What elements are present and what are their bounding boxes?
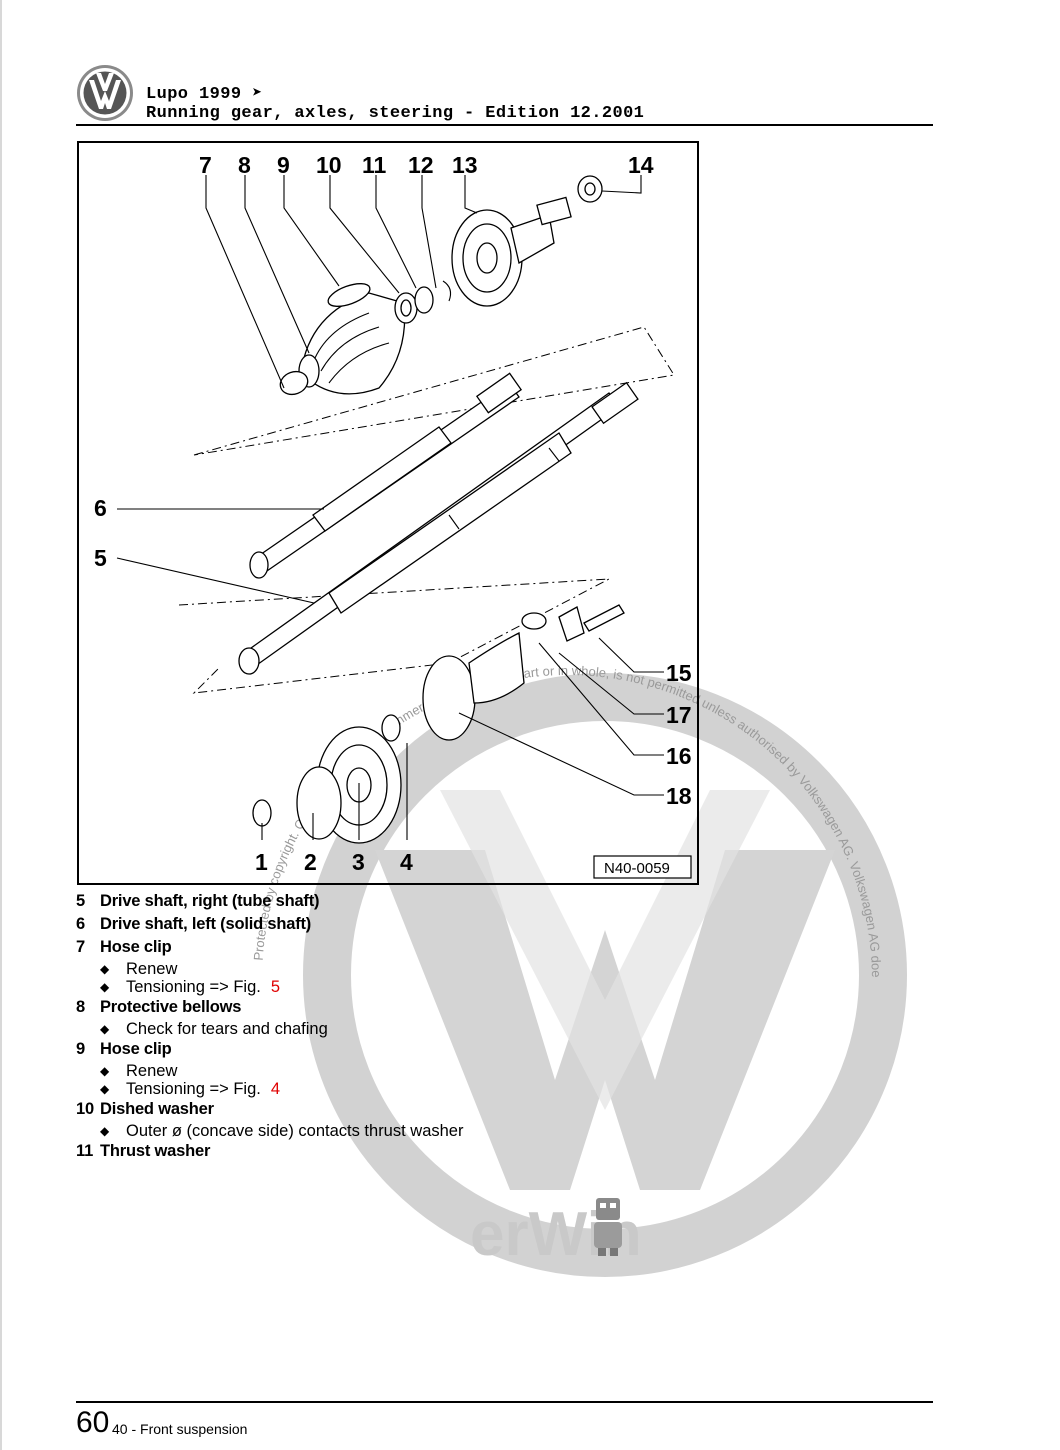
callout-12: 12 — [408, 152, 434, 178]
legend-subitem-text: Tensioning => Fig. — [126, 1080, 261, 1098]
manual-title: Running gear, axles, steering - Edition … — [146, 104, 645, 123]
bullet-icon: ◆ — [100, 1082, 110, 1096]
legend-item: 7 Hose clip — [76, 936, 696, 959]
legend-item-title: Hose clip — [100, 938, 172, 956]
callout-6: 6 — [94, 495, 107, 521]
bullet-icon: ◆ — [100, 1064, 110, 1078]
figure-reference-link[interactable]: 4 — [270, 1080, 281, 1098]
callout-18: 18 — [666, 783, 692, 809]
legend-item-title: Hose clip — [100, 1040, 172, 1058]
callout-1: 1 — [255, 849, 268, 875]
legend-item-number: 6 — [76, 915, 85, 933]
callout-10: 10 — [316, 152, 342, 178]
legend-subitem-text: Renew — [126, 1062, 178, 1080]
callout-8: 8 — [238, 152, 251, 178]
bullet-icon: ◆ — [100, 962, 110, 976]
legend-subitem: ◆ Check for tears and chafing — [76, 1020, 696, 1038]
callout-2: 2 — [304, 849, 317, 875]
bullet-icon: ◆ — [100, 1022, 110, 1036]
legend-item: 11 Thrust washer — [76, 1140, 696, 1163]
legend-subitem-text: Check for tears and chafing — [126, 1020, 328, 1038]
footer-divider — [76, 1401, 933, 1403]
callout-15: 15 — [666, 660, 692, 686]
legend-item-title: Drive shaft, left (solid shaft) — [100, 915, 312, 933]
legend-item-number: 8 — [76, 998, 85, 1016]
legend-item-number: 9 — [76, 1040, 85, 1058]
drive-shafts — [238, 372, 639, 675]
legend-subitem-text: Renew — [126, 960, 178, 978]
callout-17: 17 — [666, 702, 692, 728]
legend-item: 10 Dished washer — [76, 1098, 696, 1121]
legend-item-number: 10 — [76, 1100, 94, 1118]
svg-text:erWin: erWin — [470, 1200, 642, 1269]
legend-item-number: 5 — [76, 892, 85, 910]
callout-3: 3 — [352, 849, 365, 875]
callout-16: 16 — [666, 743, 692, 769]
legend-subitem-text: Outer ø (concave side) contacts thrust w… — [126, 1122, 464, 1140]
vw-logo-icon — [77, 65, 133, 121]
legend-item: 8 Protective bellows — [76, 996, 696, 1019]
callout-13: 13 — [452, 152, 478, 178]
legend-subitem: ◆ Outer ø (concave side) contacts thrust … — [76, 1122, 696, 1140]
legend-item-title: Protective bellows — [100, 998, 242, 1016]
exploded-diagram: 7 8 9 10 11 12 13 14 6 5 15 17 16 18 1 2… — [77, 141, 699, 885]
mascot-icon — [594, 1198, 622, 1256]
legend-item: 9 Hose clip — [76, 1038, 696, 1061]
callout-11: 11 — [362, 152, 387, 178]
callout-5: 5 — [94, 545, 107, 571]
bullet-icon: ◆ — [100, 1124, 110, 1138]
figure-reference-link[interactable]: 5 — [270, 978, 281, 996]
callout-14: 14 — [628, 152, 654, 178]
page-edge — [0, 0, 2, 1450]
legend-subitem: ◆ Renew — [76, 960, 696, 978]
legend-subitem: ◆ Renew — [76, 1062, 696, 1080]
legend-item-title: Dished washer — [100, 1100, 214, 1118]
legend-subitem: ◆ Tensioning => Fig. 5 — [76, 978, 696, 996]
callout-9: 9 — [277, 152, 290, 178]
legend-item: 6 Drive shaft, left (solid shaft) — [76, 913, 696, 936]
figure-code: N40-0059 — [604, 860, 670, 877]
legend-item: 5 Drive shaft, right (tube shaft) — [76, 890, 696, 913]
callout-7: 7 — [199, 152, 212, 178]
callout-4: 4 — [400, 849, 413, 875]
header-divider — [76, 124, 933, 126]
legend-subitem: ◆ Tensioning => Fig. 4 — [76, 1080, 696, 1098]
legend-item-number: 7 — [76, 938, 85, 956]
legend-item-title: Thrust washer — [100, 1142, 211, 1160]
legend-item-number: 11 — [76, 1142, 94, 1160]
parts-legend: 5 Drive shaft, right (tube shaft) 6 Drive s… — [76, 890, 696, 1163]
upper-joint-assembly — [279, 175, 603, 396]
bullet-icon: ◆ — [100, 980, 110, 994]
legend-subitem-text: Tensioning => Fig. — [126, 978, 261, 996]
vehicle-model: Lupo 1999 ➤ — [146, 85, 263, 104]
legend-item-title: Drive shaft, right (tube shaft) — [100, 892, 320, 910]
lower-joint-assembly — [252, 604, 625, 844]
page-number: 60 — [76, 1406, 110, 1439]
section-title: 40 - Front suspension — [112, 1421, 248, 1437]
